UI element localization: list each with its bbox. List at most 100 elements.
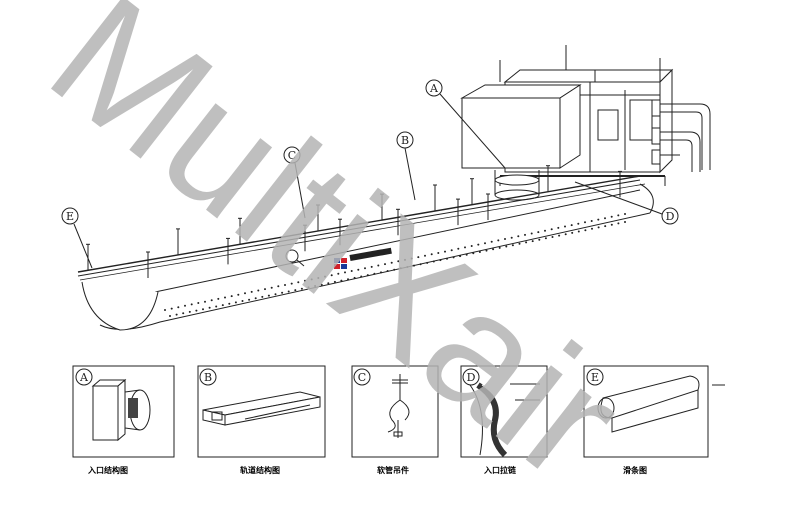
detail-box-D [460, 365, 548, 458]
perforation-dot [604, 217, 606, 220]
perforation-dot [426, 261, 429, 264]
perforation-dot [397, 260, 400, 263]
suspension-rods [86, 165, 622, 278]
perforation-dot [477, 243, 480, 246]
perforation-dot [550, 228, 553, 231]
detail-letter-E: E [591, 371, 599, 384]
perforation-dot [330, 274, 333, 277]
perforation-dot [511, 244, 514, 247]
perforation-dot [287, 290, 290, 293]
perforation-dot [544, 229, 546, 232]
perforation-dot [264, 288, 266, 291]
perforation-dot [424, 254, 426, 257]
detail-letter-C: C [358, 371, 366, 384]
perforation-dot [324, 275, 326, 278]
perforation-dot [604, 225, 607, 228]
perforation-dot [393, 268, 396, 271]
caption-A: 入口结构图 [88, 466, 128, 475]
caption-D: 入口拉链 [484, 466, 516, 475]
perforation-dot [544, 237, 547, 240]
perforation-dot [446, 257, 448, 260]
callout-letter-D: D [666, 210, 675, 223]
perforation-dot [366, 274, 369, 277]
perforation-dot [570, 224, 573, 227]
perforation-dot [517, 235, 520, 238]
perforation-dot [557, 226, 560, 229]
callout-A [425, 79, 506, 169]
detail-letter-D: D [467, 371, 476, 384]
perforation-dot [459, 255, 462, 258]
perforation-dot [350, 270, 353, 272]
perforation-dot [571, 231, 574, 234]
perforation-dot [485, 249, 488, 252]
perforation-dot [294, 289, 297, 292]
perforation-dot [360, 275, 363, 278]
perforation-dot [419, 263, 422, 266]
perforation-dot [413, 264, 415, 267]
perforation-dot [524, 233, 526, 236]
perforation-dot [590, 220, 593, 222]
perforation-dot [490, 240, 493, 243]
perforation-dot [353, 276, 356, 279]
perforation-dot [202, 308, 204, 311]
perforation-dot [307, 286, 310, 289]
perforation-dot [234, 301, 237, 304]
perforation-dot [504, 238, 506, 240]
perforation-dot [188, 310, 191, 313]
perforation-dot [320, 283, 323, 286]
perforation-dot [492, 248, 495, 251]
perforation-dot [610, 215, 613, 218]
perforation-dot [281, 291, 284, 294]
perforation-dot [444, 250, 446, 253]
perforation-dot [597, 218, 600, 221]
perforation-dot [228, 302, 231, 305]
perforation-dot [327, 282, 330, 285]
perforation-dot [558, 234, 561, 237]
perforation-dot [537, 231, 540, 234]
perforation-dot [217, 297, 220, 300]
perforation-dot [310, 278, 313, 281]
perforation-dot [505, 245, 508, 248]
perforation-dot [170, 307, 173, 310]
perforation-dot [254, 297, 257, 300]
perforation-dot [204, 300, 206, 303]
perforation-dot [597, 226, 600, 229]
perforation-dot [333, 280, 336, 283]
callout-B [396, 131, 416, 201]
perforation-dot [584, 229, 587, 232]
perforation-dot [169, 315, 171, 317]
perforation-dot [617, 214, 620, 217]
perforation-dot [577, 230, 580, 233]
perforation-dot [530, 232, 533, 235]
perforation-dot [384, 263, 386, 266]
perforation-dot [347, 278, 349, 281]
perforation-dot [564, 233, 567, 236]
perforation-dot [478, 251, 481, 253]
perforation-dot [197, 302, 200, 304]
perforation-dot [624, 221, 626, 223]
detail-box-C [351, 365, 439, 458]
perforation-dot [406, 266, 409, 268]
caption-B: 轨道结构图 [240, 466, 280, 475]
perforation-dot [267, 294, 270, 297]
perforation-dot [314, 285, 317, 287]
perforation-dot [465, 253, 468, 256]
perforation-dot [399, 267, 402, 270]
perforation-dot [386, 270, 389, 272]
perforation-dot [457, 247, 460, 250]
perforation-dot [380, 271, 382, 274]
perforation-dot [591, 227, 593, 230]
perforation-dot [470, 245, 473, 247]
perforation-dot [340, 279, 343, 282]
perforation-dot [452, 256, 455, 259]
perforation-dot [525, 241, 528, 244]
perforation-dot [370, 265, 373, 268]
caption-C: 软管吊件 [377, 466, 409, 475]
callout-D [574, 181, 679, 225]
perforation-dot [531, 240, 534, 243]
perforation-dot [182, 312, 185, 315]
perforation-dot [390, 261, 393, 264]
perforation-dot [317, 277, 320, 279]
